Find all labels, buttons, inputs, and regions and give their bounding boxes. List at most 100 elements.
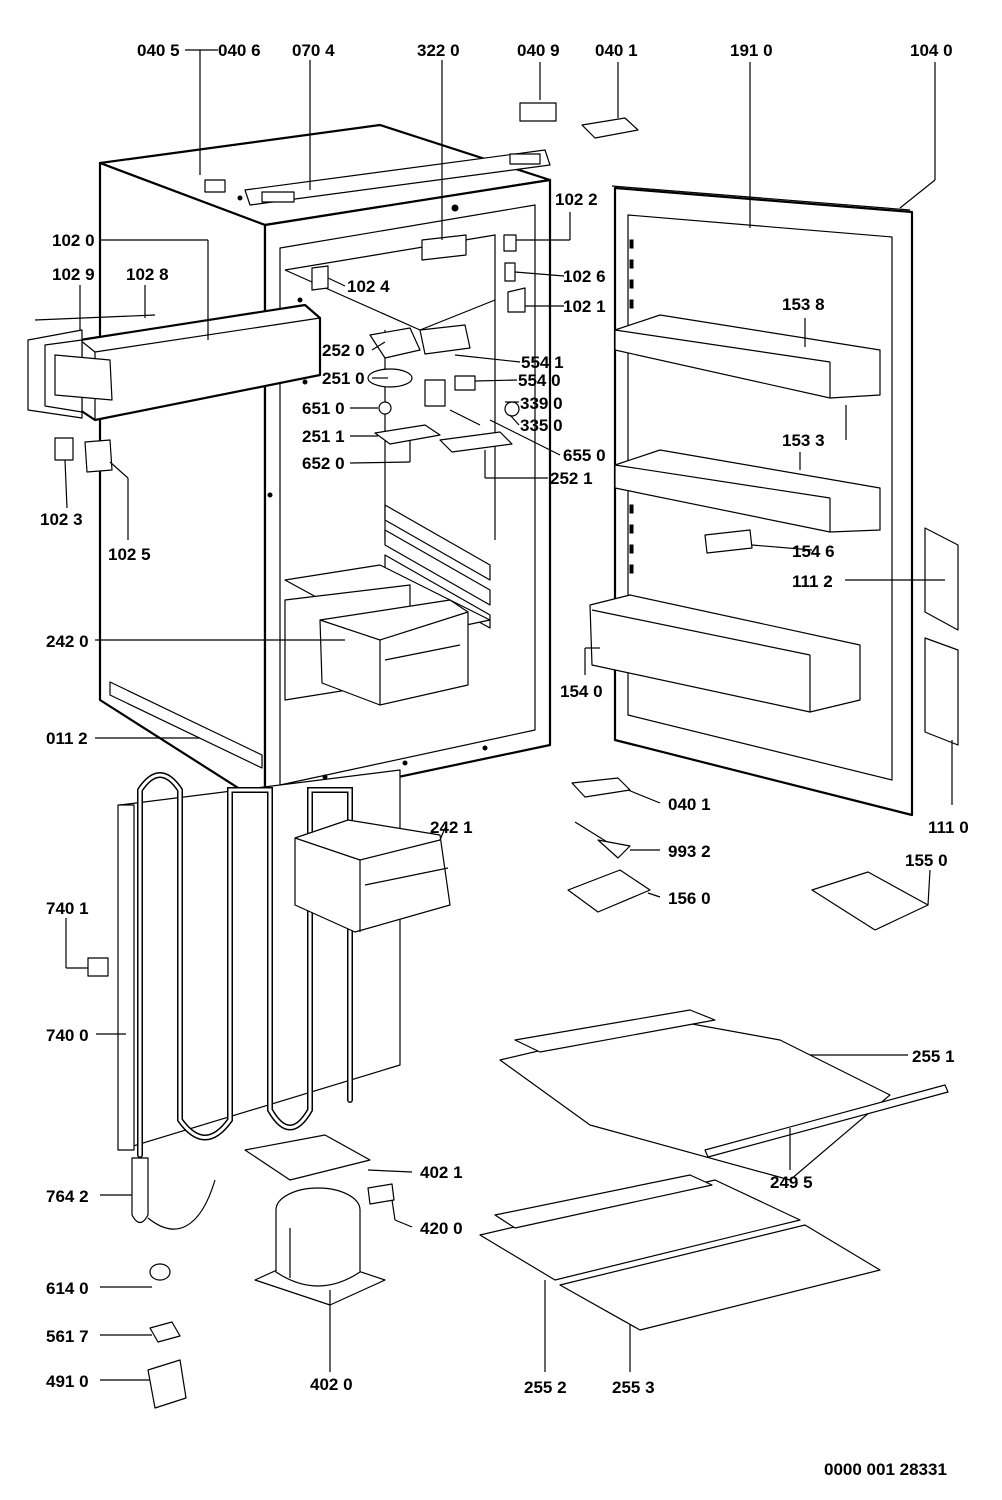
part-6140 — [149, 1263, 171, 1281]
part-2521 — [439, 431, 513, 453]
hinge-0401-bottom — [571, 777, 631, 798]
label-0405: 040 5 — [137, 41, 180, 60]
label-9932: 993 2 — [668, 842, 711, 861]
glass-shelf-2551 — [499, 1009, 891, 1181]
label-2510: 251 0 — [322, 369, 365, 388]
part-1021 — [507, 287, 526, 313]
label-4200: 420 0 — [420, 1219, 463, 1238]
label-7400: 740 0 — [46, 1026, 89, 1045]
label-2551: 255 1 — [912, 1047, 955, 1066]
door-dots — [629, 239, 634, 574]
label-0401-bottom: 040 1 — [668, 795, 711, 814]
part-3220 — [421, 234, 467, 261]
top-cover-strip — [244, 149, 551, 206]
egg-tray-1550 — [811, 871, 929, 931]
part-1022 — [503, 234, 517, 252]
label-2511: 251 1 — [302, 427, 345, 446]
label-1023: 102 3 — [40, 510, 83, 529]
condenser-bracket — [117, 804, 135, 1151]
handle-1110 — [924, 637, 959, 746]
door-shelf-1540 — [589, 594, 861, 713]
label-2520: 252 0 — [322, 341, 365, 360]
clip-0409 — [519, 102, 557, 122]
label-0112: 011 2 — [46, 729, 88, 748]
part-9932 — [597, 839, 631, 859]
label-1910: 191 0 — [730, 41, 773, 60]
label-1546: 154 6 — [792, 542, 835, 561]
label-1026: 102 6 — [563, 267, 606, 286]
label-1540: 154 0 — [560, 682, 603, 701]
label-1533: 153 3 — [782, 431, 825, 450]
label-1020: 102 0 — [52, 231, 95, 250]
part-2520-b — [419, 324, 471, 355]
switch — [454, 375, 476, 391]
part-1023 — [54, 437, 74, 461]
part-labels: 040 5 040 6 070 4 322 0 040 9 040 1 191 … — [40, 41, 969, 1479]
label-3350: 335 0 — [520, 416, 563, 435]
trim-2495 — [704, 1084, 949, 1158]
label-1560: 156 0 — [668, 889, 711, 908]
drawing-number: 0000 001 28331 — [824, 1460, 947, 1479]
label-7401: 740 1 — [46, 899, 89, 918]
compressor — [254, 1187, 386, 1306]
part-1024 — [311, 265, 329, 291]
lamp-cover — [367, 368, 413, 388]
knob — [504, 401, 520, 417]
bracket-in-frame — [54, 354, 113, 401]
label-1022: 102 2 — [555, 190, 598, 209]
label-0409: 040 9 — [517, 41, 560, 60]
label-2553: 255 3 — [612, 1378, 655, 1397]
label-5541: 554 1 — [521, 353, 564, 372]
label-1538: 153 8 — [782, 295, 825, 314]
label-4020: 402 0 — [310, 1375, 353, 1394]
label-6550: 655 0 — [563, 446, 606, 465]
part-1026 — [504, 262, 516, 282]
label-6140: 614 0 — [46, 1279, 89, 1298]
label-1028: 102 8 — [126, 265, 169, 284]
part-1025 — [84, 439, 113, 473]
label-1550: 155 0 — [905, 851, 948, 870]
label-0704: 070 4 — [292, 41, 335, 60]
label-0406: 040 6 — [218, 41, 261, 60]
label-2420: 242 0 — [46, 632, 89, 651]
glass-shelf-2552 — [479, 1174, 801, 1281]
label-1025: 102 5 — [108, 545, 151, 564]
glass-shelf-2553 — [559, 1224, 881, 1331]
part-2511 — [374, 424, 441, 445]
label-1040: 104 0 — [910, 41, 953, 60]
label-1021: 102 1 — [563, 297, 606, 316]
thermostat — [424, 379, 446, 407]
part-5617 — [149, 1321, 181, 1343]
label-5617: 561 7 — [46, 1327, 89, 1346]
label-6520: 652 0 — [302, 454, 345, 473]
label-4021: 402 1 — [420, 1163, 463, 1182]
label-7642: 764 2 — [46, 1187, 89, 1206]
handle-1112 — [924, 527, 959, 631]
label-1024: 102 4 — [347, 277, 390, 296]
label-1112: 111 2 — [792, 572, 833, 591]
part-4910 — [147, 1359, 187, 1409]
label-2521: 252 1 — [550, 469, 593, 488]
label-3220: 322 0 — [417, 41, 460, 60]
part-4200 — [367, 1183, 395, 1205]
ice-tray-1560 — [567, 869, 651, 913]
label-0401-top: 040 1 — [595, 41, 638, 60]
label-2552: 255 2 — [524, 1378, 567, 1397]
clip-1546 — [704, 529, 753, 554]
capillary-tube — [147, 1179, 216, 1230]
clip-0405 — [204, 179, 226, 193]
dryer-7642 — [131, 1157, 149, 1224]
crisper-drawer — [319, 599, 469, 706]
door-shelf-1538 — [614, 314, 881, 399]
hinge-0401-top — [581, 117, 639, 139]
bottom-rail — [109, 681, 263, 769]
label-1029: 102 9 — [52, 265, 95, 284]
door-shelf-1533 — [614, 449, 881, 533]
label-2421: 242 1 — [430, 818, 473, 837]
part-7401 — [87, 957, 109, 977]
label-2495: 249 5 — [770, 1173, 813, 1192]
label-5540: 554 0 — [518, 371, 561, 390]
label-6510: 651 0 — [302, 399, 345, 418]
part-2520-a — [369, 327, 421, 359]
